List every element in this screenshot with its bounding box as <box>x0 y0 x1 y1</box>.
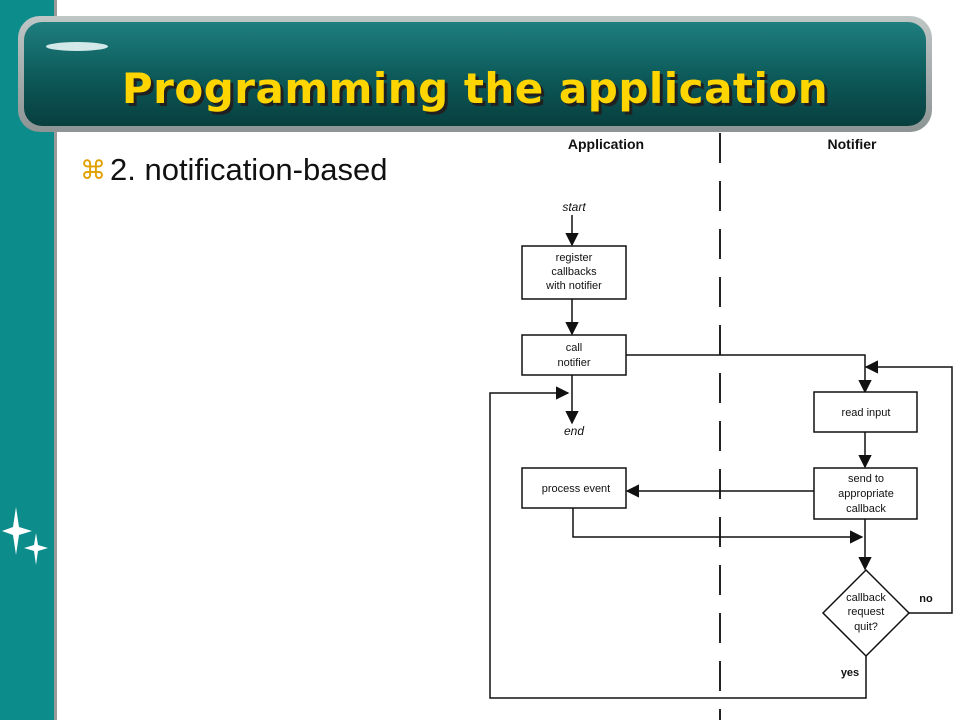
register-box-line-2: callbacks <box>551 266 597 278</box>
page-title: Programming the application <box>121 64 829 113</box>
send-callback-box <box>813 467 918 520</box>
read-input-box <box>813 391 918 433</box>
process-event-box <box>521 467 627 509</box>
send-box-line-1: send to <box>848 473 884 485</box>
arrow-call-to-read <box>626 354 872 394</box>
decision-line-3: quit? <box>854 621 878 633</box>
send-box-line-2: appropriate <box>838 488 894 500</box>
arrow-yes-to-end <box>489 386 867 699</box>
sparkle-icon <box>2 507 48 565</box>
arrow-no-loop <box>864 360 953 614</box>
z-bullet-icon: ⌘ <box>80 154 106 185</box>
call-box-line-2: notifier <box>557 357 590 369</box>
arrow-process-to-decision <box>572 508 864 544</box>
call-box-line-1: call <box>566 342 583 354</box>
title-bar: Programming the application <box>18 16 932 132</box>
decision-line-2: request <box>848 606 885 618</box>
branch-no-label: no <box>919 593 933 605</box>
register-callbacks-box <box>521 245 627 300</box>
start-label: start <box>562 200 586 214</box>
call-notifier-box <box>521 334 627 376</box>
read-box-label: read input <box>842 407 891 419</box>
end-label: end <box>564 424 584 438</box>
decision-line-1: callback <box>846 592 886 604</box>
title-panel: Programming the application <box>24 22 926 126</box>
register-box-line-3: with notifier <box>545 280 602 292</box>
send-box-line-3: callback <box>846 503 886 515</box>
lane-notifier-label: Notifier <box>828 136 878 152</box>
process-box-label: process event <box>542 483 610 495</box>
sidebar-edge <box>54 0 57 720</box>
branch-yes-label: yes <box>841 667 859 679</box>
lane-application-label: Application <box>568 136 644 152</box>
title-glint <box>46 42 108 51</box>
register-box-line-1: register <box>556 252 593 264</box>
bullet-text: 2. notification-based <box>110 152 388 187</box>
bullet-item: ⌘ 2. notification-based <box>80 152 387 188</box>
